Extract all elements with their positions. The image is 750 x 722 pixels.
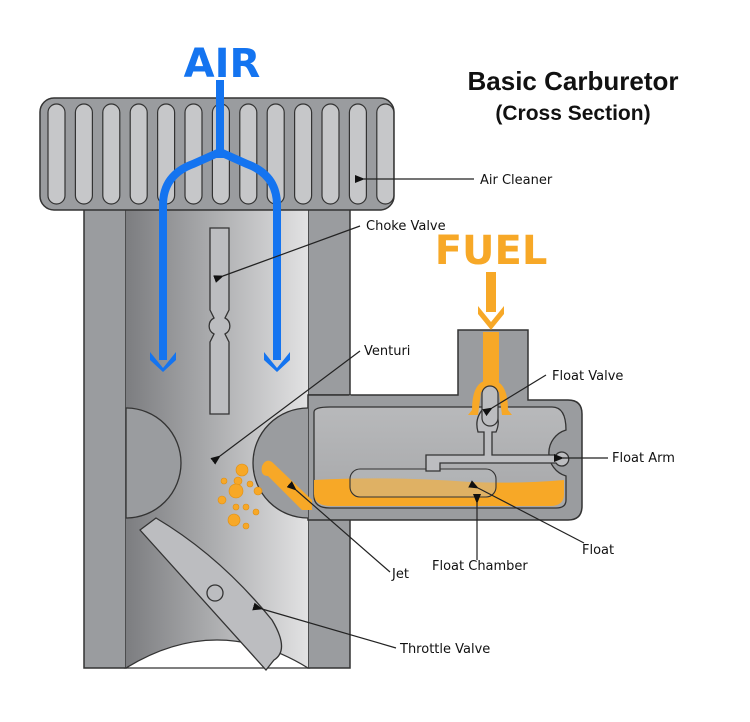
diagram-subtitle: (Cross Section) — [495, 102, 650, 125]
callout-float-chamber: Float Chamber — [432, 559, 528, 574]
callout-float-valve: Float Valve — [552, 369, 623, 384]
air-cleaner-slot — [321, 103, 340, 205]
fuel-pool — [314, 478, 564, 506]
air-flow — [150, 80, 290, 372]
air-cleaner-slot — [294, 103, 313, 205]
choke-valve — [208, 227, 231, 415]
callout-leaders — [210, 175, 608, 649]
air-cleaner-slot — [47, 103, 66, 205]
callout-choke-valve: Choke Valve — [366, 219, 446, 234]
float-chamber-housing — [252, 329, 583, 521]
float-arm — [425, 394, 570, 472]
fuel-arrow — [478, 272, 504, 330]
venturi-left-bulge — [125, 407, 182, 519]
callout-jet: Jet — [391, 567, 409, 582]
fuel-inlet — [468, 332, 512, 427]
diagram-title: Basic Carburetor — [468, 66, 679, 96]
air-label: AIR — [184, 41, 261, 87]
air-cleaner-slot — [239, 103, 258, 205]
air-cleaner-slot — [74, 103, 94, 205]
callout-venturi: Venturi — [364, 344, 410, 359]
callout-float: Float — [582, 543, 614, 558]
callout-float-arm: Float Arm — [612, 451, 675, 466]
air-cleaner-slot — [184, 103, 203, 205]
throttle-valve — [139, 517, 283, 672]
callout-throttle-valve: Throttle Valve — [399, 642, 490, 657]
air-cleaner-slot — [129, 103, 148, 205]
fuel-droplets — [217, 463, 263, 530]
air-cleaner-slots — [47, 103, 395, 205]
callout-air-cleaner: Air Cleaner — [480, 173, 553, 188]
air-cleaner-slot — [102, 103, 121, 205]
float — [349, 468, 497, 498]
fuel-label: FUEL — [435, 228, 548, 274]
air-cleaner-slot — [376, 103, 395, 205]
air-cleaner-slot — [348, 103, 367, 205]
